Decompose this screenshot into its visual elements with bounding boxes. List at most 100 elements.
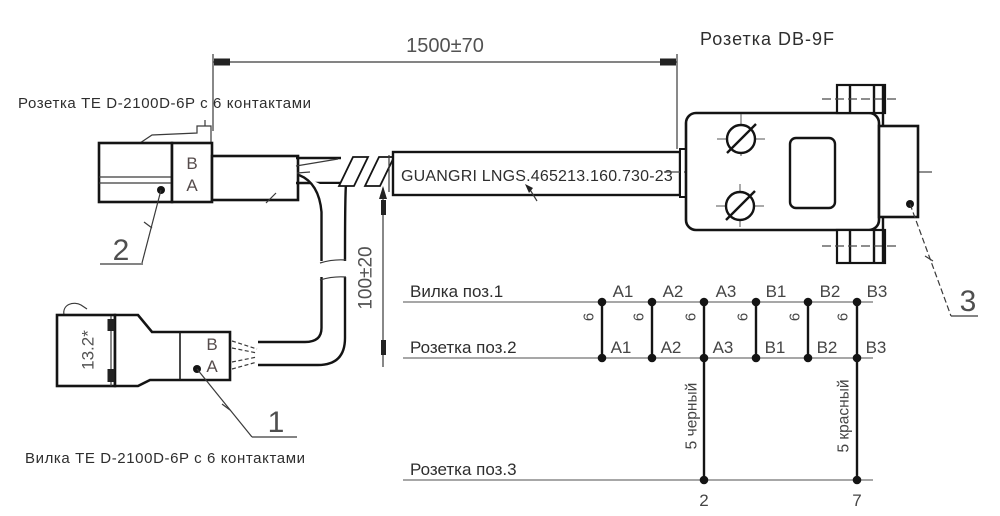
callout-1: 1 (193, 365, 297, 439)
wire-mark-6: 6 (735, 313, 752, 321)
thumbscrew-slash (726, 123, 757, 154)
marking-arrow-head (525, 184, 533, 193)
jumper-wires (597, 297, 862, 363)
cable-break-mark (337, 156, 370, 187)
latch-hook (63, 302, 88, 316)
row1-label: Вилка поз.1 (410, 282, 503, 301)
callout-2: 2 (100, 186, 165, 267)
mating-flange (877, 124, 920, 219)
lower-pin-b-label: B (206, 335, 217, 354)
callout-3: 3 (906, 200, 978, 318)
down-wires (699, 358, 862, 485)
dimension-1500: 1500±70 (212, 35, 678, 149)
upper-pin-a-label: A (186, 176, 198, 195)
dimension-tick (381, 200, 386, 215)
latch-outline (139, 125, 212, 144)
down-wire-1-label: 5 черный (684, 383, 701, 450)
wire-node (699, 475, 709, 485)
marking-box (391, 150, 682, 197)
pin-pos2-a3: A3 (713, 338, 734, 357)
wire-mark-6: 6 (787, 313, 804, 321)
cable-wire-line (295, 158, 339, 167)
pin-pos2-a2: A2 (661, 338, 682, 357)
cable-marking-label: GUANGRI LNGS.465213.160.730-23 (388, 148, 689, 202)
wire-mark-6: 6 (631, 313, 648, 321)
leader-line (196, 368, 253, 438)
leader-tick (924, 255, 934, 262)
fork-line (296, 171, 311, 174)
cable-boot (210, 154, 300, 202)
loop-lower-fill (258, 277, 345, 365)
callout-3-number: 3 (960, 285, 977, 318)
wire-node (699, 297, 709, 307)
dimension-1500-text: 1500±70 (406, 35, 484, 57)
fork-wire (231, 356, 258, 363)
cable-marking-text: GUANGRI LNGS.465213.160.730-23 (401, 168, 673, 185)
pin-pos2-a1: A1 (611, 338, 632, 357)
pin-pos2-b1: B1 (765, 338, 786, 357)
wire-node (803, 353, 813, 363)
pin-pos1-a3: A3 (716, 282, 737, 301)
pin-pos1-b3: B3 (867, 282, 888, 301)
wire-mark-6: 6 (581, 313, 598, 321)
dimension-13-text: 13.2* (79, 330, 98, 370)
boot-slash (265, 192, 277, 204)
down-wire-2-label: 5 красный (836, 379, 853, 452)
connector-opening (788, 136, 837, 210)
wire-node (751, 297, 761, 307)
upper-connector-drawing: B A (97, 120, 300, 204)
dimension-tick (660, 58, 676, 66)
pin-pos1-b1: B1 (766, 282, 787, 301)
cable-loop (258, 156, 396, 367)
wire-node (647, 353, 657, 363)
wire-node (852, 475, 862, 485)
db9-body (684, 111, 881, 232)
thumbscrew-slash (725, 190, 756, 221)
dimension-100: 100±20 (356, 186, 387, 367)
callout-2-number: 2 (113, 234, 130, 267)
wire-node (647, 297, 657, 307)
loop-lower-inner-edge (258, 277, 323, 344)
dimension-tick (214, 58, 230, 66)
loop-upper-inner-edge (343, 183, 348, 262)
leader-tick (221, 403, 231, 411)
wire-node (597, 353, 607, 363)
pin-pos1-b2: B2 (820, 282, 841, 301)
pin-pos2-b3: B3 (866, 338, 887, 357)
lower-connector-caption: Вилка TE D-2100D-6P с 6 контактами (25, 450, 306, 467)
wire-node (751, 353, 761, 363)
pos3-pin-7: 7 (852, 491, 861, 510)
wire-node (803, 297, 813, 307)
loop-break-end (319, 259, 347, 264)
wiring-table: Вилка поз.1 Розетка поз.2 Розетка поз.3 … (403, 282, 887, 510)
row2-label: Розетка поз.2 (410, 338, 517, 357)
pos3-pin-2: 2 (699, 491, 708, 510)
pin-pos2-b2: B2 (817, 338, 838, 357)
loop-break-end (319, 276, 347, 281)
pin-pos1-a1: A1 (613, 282, 634, 301)
wire-mark-6: 6 (683, 313, 700, 321)
upper-pin-b-label: B (186, 154, 197, 173)
leader-line (141, 189, 162, 264)
dimension-arrow (379, 186, 387, 199)
dimension-100-text: 100±20 (356, 246, 377, 309)
fork-wire (231, 347, 258, 354)
row3-label: Розетка поз.3 (410, 460, 517, 479)
lower-pin-a-label: A (206, 357, 218, 376)
wire-node (597, 297, 607, 307)
fork-wire (231, 340, 258, 350)
connector-body (113, 313, 232, 388)
loop-lower-outer-edge (258, 277, 347, 367)
loop-upper-outer-edge (298, 173, 323, 261)
db9f-title: Розетка DB-9F (700, 29, 835, 49)
fork-wire (231, 361, 258, 370)
wire-mark-6: 6 (835, 313, 852, 321)
lower-connector-drawing: B A 13.2* (55, 302, 258, 388)
pin-pos1-a2: A2 (663, 282, 684, 301)
leader-tick (143, 221, 153, 229)
wire-node (852, 297, 862, 307)
callout-1-number: 1 (268, 406, 285, 439)
dimension-tick (107, 369, 115, 382)
